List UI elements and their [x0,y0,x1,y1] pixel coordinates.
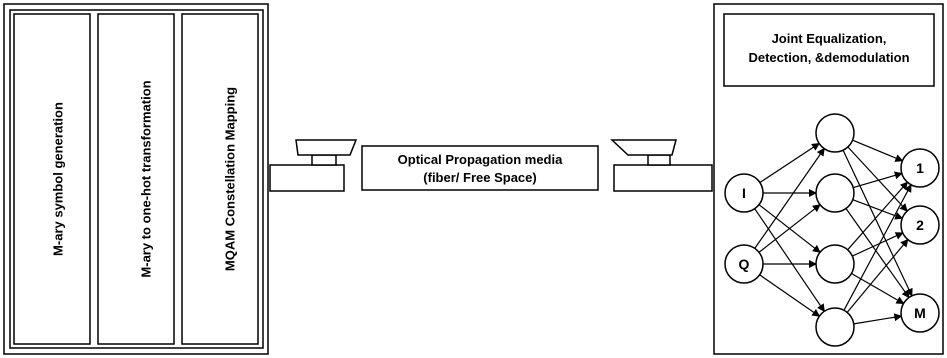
block-one-hot-transformation [97,13,175,345]
hidden-node-1 [815,113,855,153]
block-mqam-mapping-label: MQAM Constellation Mapping [223,87,238,271]
neural-network-edges [754,139,913,325]
edge-hidden-2-output-1 [852,232,904,257]
input-node-q-label: Q [739,256,750,272]
rx-neck [647,154,671,166]
block-mqam-mapping [181,13,259,345]
neural-network-nodes: I Q 1 2M [724,113,940,347]
transmitter: M-ary symbol generation M-ary to one-hot… [3,3,269,355]
tx-neck [311,154,337,166]
tx-base [269,164,345,192]
input-node-i-circle [724,173,764,213]
edge-hidden-1-output-1 [852,199,904,220]
edge-hidden-3-output-0 [843,183,912,311]
channel-box [361,145,599,191]
hidden-node-3-circle [815,244,855,284]
edge-input-1-hidden-3 [759,274,821,317]
edge-hidden-2-output-2 [851,272,905,305]
hidden-node-2 [815,173,855,213]
output-node-1-label: 1 [916,160,924,176]
channel-label-line2: (fiber/ Free Space) [423,170,536,185]
hidden-node-4-circle [815,307,855,347]
channel: Optical Propagation media (fiber/ Free S… [361,145,599,191]
edge-input-0-hidden-0 [759,142,820,184]
hidden-node-1-circle [815,113,855,153]
output-node-1: 1 [900,148,940,188]
input-node-i: I [724,173,764,213]
edge-hidden-0-output-0 [852,139,904,162]
receiver-title-line2: Detection, &demodulation [748,50,909,65]
receiver: Joint Equalization, Detection, &demodula… [713,3,944,355]
receive-lens [610,139,713,192]
receiver-title-box [723,13,935,87]
edge-hidden-0-output-2 [842,149,913,297]
edge-input-0-hidden-3 [754,208,825,313]
tx-lens-head [295,139,358,156]
edge-input-1-hidden-1 [758,204,821,253]
input-node-q-circle [724,244,764,284]
edge-hidden-2-output-0 [847,181,909,251]
hidden-node-3 [815,244,855,284]
edge-hidden-1-output-0 [853,171,903,189]
output-node-2-label: 2 [916,217,924,233]
edge-hidden-0-output-1 [847,146,908,212]
rx-lens-head [610,139,677,156]
output-node-m-circle [900,293,940,333]
output-node-2-circle [900,205,940,245]
hidden-node-2-circle [815,173,855,213]
output-node-m: M [900,293,940,333]
input-node-q: Q [724,244,764,284]
input-node-i-label: I [742,185,746,201]
edge-hidden-3-output-2 [853,313,903,325]
output-node-2: 2 [900,205,940,245]
block-symbol-generation-label: M-ary symbol generation [51,102,66,256]
block-one-hot-transformation-label: M-ary to one-hot transformation [139,80,154,277]
hidden-node-4 [815,307,855,347]
transmit-lens [269,139,358,192]
edge-hidden-1-output-2 [845,208,910,299]
block-symbol-generation [13,13,91,345]
output-node-m-label: M [914,305,926,321]
rx-base [613,164,713,192]
edge-input-1-hidden-0 [754,147,825,249]
output-node-1-circle [900,148,940,188]
channel-label-line1: Optical Propagation media [398,152,563,167]
edge-hidden-3-output-1 [846,238,909,313]
receiver-title-line1: Joint Equalization, [772,31,887,46]
